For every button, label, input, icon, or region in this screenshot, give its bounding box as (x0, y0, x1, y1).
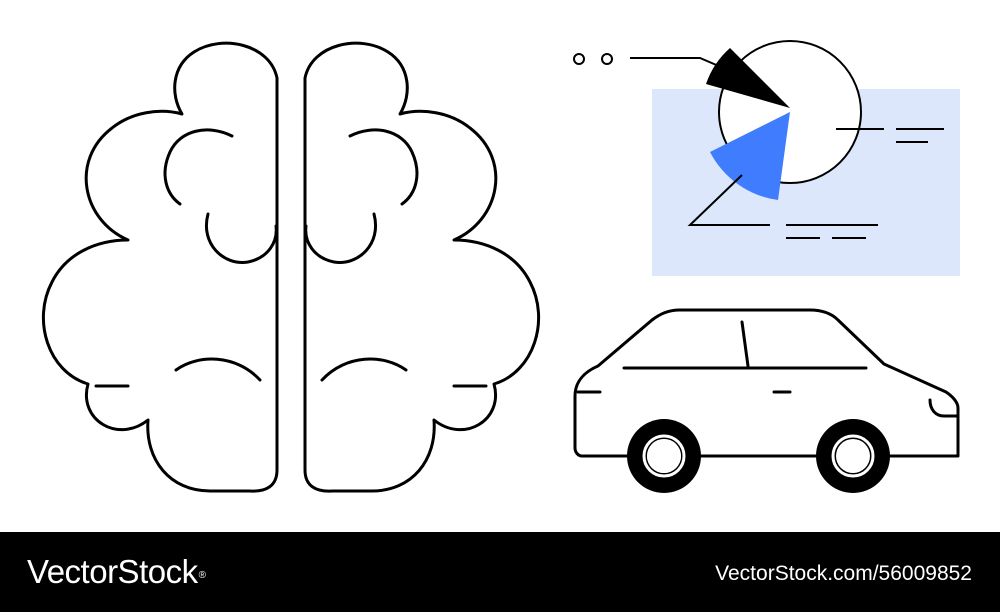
pie-dot-1 (573, 53, 585, 65)
car-rear-wheel (816, 419, 890, 493)
image-credit: VectorStock.com/56009852 (715, 562, 972, 585)
car-headlight (928, 398, 960, 418)
pie-leader-line-bottom (687, 174, 770, 226)
illustration-canvas (42, 40, 960, 493)
car-body (573, 308, 960, 458)
pie-slice-black (706, 48, 790, 108)
brain-icon (42, 41, 540, 493)
brain-right-fold-middle (304, 212, 377, 264)
brain-right-fold-upper (348, 128, 419, 206)
car-icon (573, 308, 960, 493)
watermark-footer: VectorStock® VectorStock.com/56009852 (0, 532, 1000, 612)
brain-left-hemisphere (42, 41, 279, 493)
pie-dot-2 (601, 53, 613, 65)
pie-slice-blue (710, 112, 790, 200)
pie-leader-line-top (630, 57, 729, 71)
brain-right-fold-lower (320, 357, 408, 382)
vectorstock-logo: VectorStock® (27, 552, 206, 592)
pie-legend-dashes (786, 128, 944, 239)
pie-chart-icon (573, 40, 960, 276)
brand-name: VectorStock (27, 553, 198, 590)
registered-mark: ® (198, 570, 206, 581)
car-door-pillar (740, 320, 750, 368)
car-front-wheel (627, 419, 701, 493)
brain-left-fold-lower (174, 357, 262, 382)
brain-right-hemisphere (303, 41, 540, 493)
brain-left-fold-upper (163, 128, 234, 206)
brain-left-fold-middle (205, 212, 278, 264)
